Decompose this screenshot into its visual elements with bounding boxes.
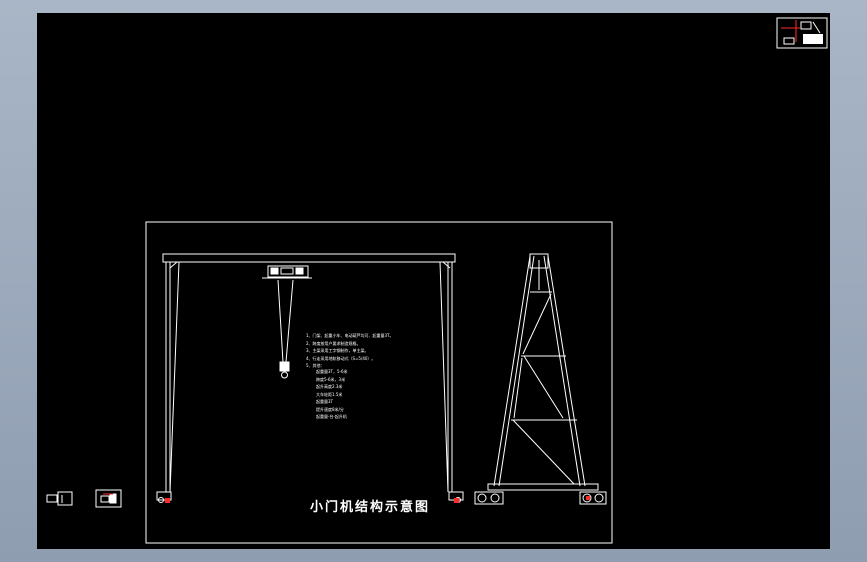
hoist-trolley: [267, 265, 309, 278]
side-wheel-marker: [586, 496, 590, 500]
note-line: 5、其他：: [306, 363, 325, 368]
main-girder: [162, 253, 456, 263]
note-line: 3、主梁采用工字钢制作，单主梁。: [306, 348, 369, 353]
spec-line: 起重量-台-起升机: [316, 414, 347, 419]
cad-canvas[interactable]: [37, 13, 830, 549]
note-line: 4、行走采用地轨移动式（S=5/40）。: [306, 355, 376, 361]
left-wheel-marker: [165, 498, 170, 503]
gantry-front-view: [156, 253, 464, 503]
viewport-icon[interactable]: [95, 489, 122, 508]
note-line: 1、门架、起重小车、电动葫芦均可、起重量3T。: [306, 333, 394, 338]
ucs-icon[interactable]: [46, 491, 73, 506]
spec-line: 起重量3T: [316, 399, 333, 404]
spec-line: 大车轮距1.5米: [316, 391, 343, 397]
spec-line: 跨度5-6米，3米: [316, 376, 346, 382]
gantry-side-view: [474, 253, 607, 505]
right-wheel-marker: [454, 498, 459, 503]
note-line: 2、跨度按用户要求制造规格。: [306, 340, 361, 346]
hook-block: [279, 361, 290, 372]
notes-block: 1、门架、起重小车、电动葫芦均可、起重量3T。 2、跨度按用户要求制造规格。 3、主…: [306, 332, 394, 370]
sheet-frame: [145, 221, 613, 544]
spec-line: 起升高度2.3米: [316, 384, 343, 389]
specs-block: 起重量3T，5-6米跨度5-6米，3米起升高度2.3米大车轮距1.5米起重量3T…: [316, 368, 348, 421]
thumbnail-preview[interactable]: [776, 17, 828, 49]
spec-line: 提升速度8米/分: [316, 406, 344, 412]
spec-line: 起重量3T，5-6米: [316, 369, 348, 374]
drawing-title: 小门机结构示意图: [309, 500, 430, 515]
